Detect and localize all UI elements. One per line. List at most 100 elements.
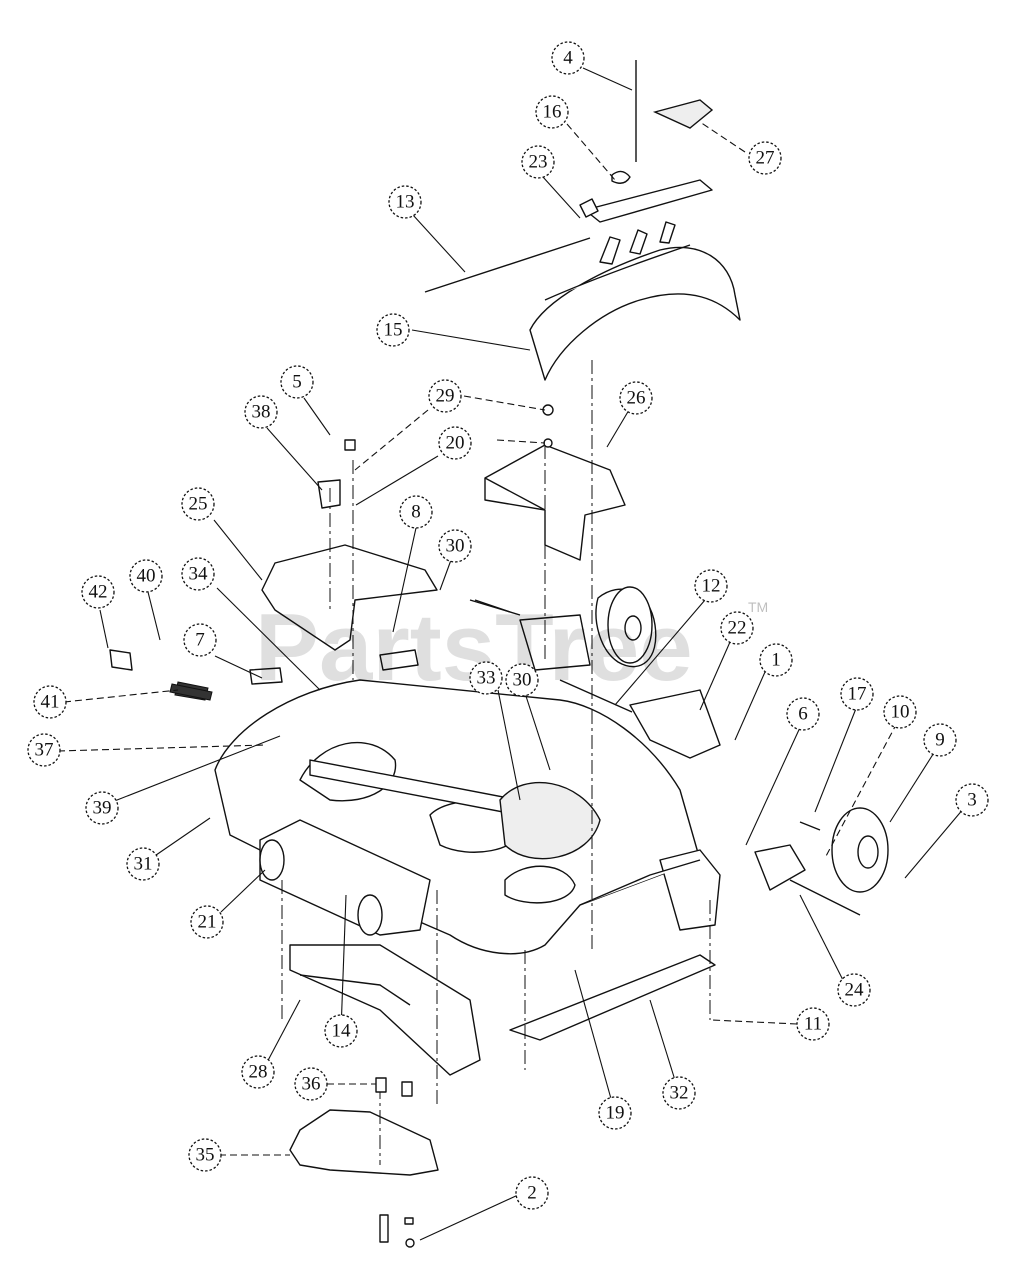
svg-text:10: 10 (891, 702, 910, 723)
svg-text:8: 8 (411, 502, 421, 523)
callout-29[interactable]: 29 (428, 379, 462, 413)
svg-text:40: 40 (137, 566, 156, 587)
belt-cover (529, 221, 741, 381)
callout-17[interactable]: 17 (840, 677, 874, 711)
callout-1[interactable]: 1 (759, 643, 793, 677)
svg-text:19: 19 (606, 1103, 625, 1124)
svg-text:35: 35 (196, 1145, 215, 1166)
svg-text:17: 17 (848, 684, 867, 705)
callout-32[interactable]: 32 (662, 1076, 696, 1110)
callout-2[interactable]: 2 (515, 1176, 549, 1210)
svg-text:11: 11 (804, 1014, 822, 1035)
svg-text:3: 3 (967, 790, 977, 811)
svg-text:41: 41 (41, 692, 60, 713)
leader-lines (57, 67, 965, 1241)
alignment-lines (281, 360, 711, 1165)
svg-text:14: 14 (332, 1021, 352, 1042)
svg-text:20: 20 (446, 433, 465, 454)
svg-text:15: 15 (384, 320, 403, 341)
gauge-wheel-assembly (754, 807, 889, 916)
discharge-chute (289, 1109, 439, 1176)
svg-text:42: 42 (89, 582, 108, 603)
svg-text:32: 32 (670, 1083, 689, 1104)
callout-19[interactable]: 19 (598, 1096, 632, 1130)
watermark-trademark: TM (748, 599, 768, 615)
svg-text:38: 38 (252, 402, 271, 423)
svg-text:37: 37 (35, 740, 54, 761)
callout-11[interactable]: 11 (796, 1007, 830, 1041)
callout-13[interactable]: 13 (388, 185, 422, 219)
svg-text:24: 24 (845, 980, 865, 1001)
callout-6[interactable]: 6 (786, 697, 820, 731)
svg-text:13: 13 (396, 192, 415, 213)
callout-42[interactable]: 42 (81, 575, 115, 609)
upper-wheel (469, 586, 653, 671)
svg-text:5: 5 (292, 372, 302, 393)
svg-text:30: 30 (513, 670, 532, 691)
idler-bracket (559, 679, 721, 759)
svg-text:34: 34 (189, 564, 209, 585)
callout-4[interactable]: 4 (551, 41, 585, 75)
deck-shield-left (261, 544, 438, 651)
callout-14[interactable]: 14 (324, 1014, 358, 1048)
svg-text:31: 31 (134, 854, 153, 875)
svg-text:33: 33 (477, 668, 496, 689)
callouts: 4 16 27 23 13 15 5 29 26 38 20 25 8 30 3… (27, 41, 989, 1210)
svg-text:23: 23 (529, 152, 548, 173)
callout-31[interactable]: 31 (126, 847, 160, 881)
svg-text:1: 1 (771, 650, 781, 671)
callout-27[interactable]: 27 (748, 141, 782, 175)
svg-text:29: 29 (436, 386, 455, 407)
callout-22[interactable]: 22 (720, 611, 754, 645)
svg-text:25: 25 (189, 494, 208, 515)
callout-34[interactable]: 34 (181, 557, 215, 591)
lift-handle-assembly (424, 60, 714, 293)
svg-text:22: 22 (728, 618, 747, 639)
callout-41[interactable]: 41 (33, 685, 67, 719)
lower-baffle (289, 944, 481, 1076)
callout-37[interactable]: 37 (27, 733, 61, 767)
deck-rollers (259, 819, 431, 936)
callout-20[interactable]: 20 (438, 426, 472, 460)
svg-text:16: 16 (543, 102, 562, 123)
callout-8[interactable]: 8 (399, 495, 433, 529)
callout-23[interactable]: 23 (521, 145, 555, 179)
callout-24[interactable]: 24 (837, 973, 871, 1007)
svg-text:36: 36 (302, 1074, 321, 1095)
callout-38[interactable]: 38 (244, 395, 278, 429)
svg-text:4: 4 (563, 48, 573, 69)
svg-text:28: 28 (249, 1062, 268, 1083)
callout-12[interactable]: 12 (694, 569, 728, 603)
callout-16[interactable]: 16 (535, 95, 569, 129)
callout-3[interactable]: 3 (955, 783, 989, 817)
callout-36[interactable]: 36 (294, 1067, 328, 1101)
callout-25[interactable]: 25 (181, 487, 215, 521)
callout-10[interactable]: 10 (883, 695, 917, 729)
svg-text:26: 26 (627, 388, 646, 409)
svg-text:7: 7 (195, 630, 205, 651)
callout-39[interactable]: 39 (85, 791, 119, 825)
callout-30-top[interactable]: 30 (438, 529, 472, 563)
svg-text:12: 12 (702, 576, 721, 597)
callout-30-mid[interactable]: 30 (505, 663, 539, 697)
callout-33[interactable]: 33 (469, 661, 503, 695)
callout-26[interactable]: 26 (619, 381, 653, 415)
deck-shield-right (484, 444, 626, 561)
callout-9[interactable]: 9 (923, 723, 957, 757)
callout-15[interactable]: 15 (376, 313, 410, 347)
svg-text:2: 2 (527, 1183, 537, 1204)
front-rail (509, 954, 716, 1041)
svg-text:39: 39 (93, 798, 112, 819)
spring (169, 683, 213, 701)
svg-text:21: 21 (198, 912, 217, 933)
svg-text:9: 9 (935, 730, 945, 751)
svg-text:30: 30 (446, 536, 465, 557)
callout-7[interactable]: 7 (183, 623, 217, 657)
callout-40[interactable]: 40 (129, 559, 163, 593)
svg-text:27: 27 (756, 148, 775, 169)
callout-28[interactable]: 28 (241, 1055, 275, 1089)
callout-5[interactable]: 5 (280, 365, 314, 399)
callout-35[interactable]: 35 (188, 1138, 222, 1172)
callout-21[interactable]: 21 (190, 905, 224, 939)
